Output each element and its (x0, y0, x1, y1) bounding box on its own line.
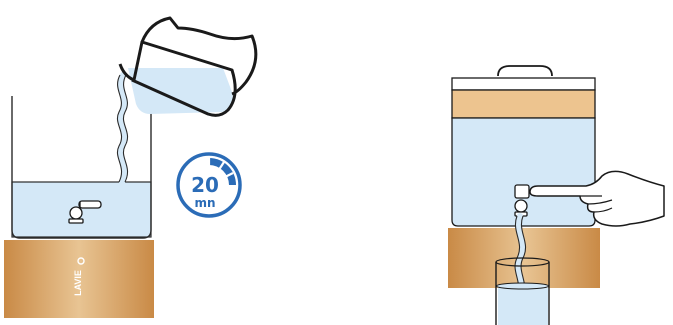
pointing-hand-icon (529, 170, 665, 227)
timer-value: 20 (191, 173, 219, 197)
brand-logo-icon (77, 257, 85, 265)
faucet-icon (68, 200, 102, 224)
water-stream-left (117, 72, 128, 185)
lid-handle (497, 65, 553, 77)
pitcher-icon (118, 16, 258, 117)
timer-unit: mn (194, 196, 215, 210)
water-level-right (451, 117, 596, 227)
panel-filling: LAVIE (4, 16, 258, 318)
brand-label: LAVIE (73, 270, 83, 296)
wooden-base-left: LAVIE (4, 240, 154, 318)
dispenser-left (11, 96, 152, 239)
panel-dispensing (448, 65, 665, 325)
timer-icon: 20 mn (176, 152, 242, 218)
glass-icon (495, 257, 550, 325)
faucet-icon-right (514, 184, 530, 217)
dispenser-right (451, 77, 596, 227)
